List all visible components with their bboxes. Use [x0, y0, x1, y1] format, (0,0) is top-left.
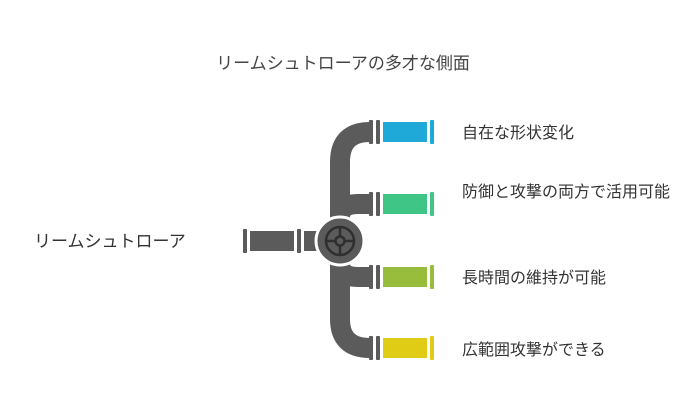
branch-outlet-3: [369, 336, 434, 360]
branch-label-3: 広範囲攻撃ができる: [462, 340, 606, 359]
valve-icon: [314, 215, 366, 267]
branch-color-0: [383, 122, 427, 142]
branch-label-2: 長時間の維持が可能: [462, 268, 607, 287]
branch-label-1: 防御と攻撃の両方で活用可能: [462, 182, 671, 201]
source-label: リームシュトローア: [34, 232, 186, 252]
branch-color-2: [383, 267, 427, 287]
branch-color-1: [383, 194, 427, 214]
branch-outlet-1: [369, 192, 434, 216]
branch-outlet-0: [369, 120, 434, 144]
branch-color-3: [383, 338, 427, 358]
branch-label-0: 自在な形状変化: [462, 123, 575, 142]
branch-outlet-2: [369, 265, 434, 289]
diagram-title: リームシュトローアの多才な側面: [216, 54, 470, 74]
inlet-pipe: [243, 229, 320, 253]
